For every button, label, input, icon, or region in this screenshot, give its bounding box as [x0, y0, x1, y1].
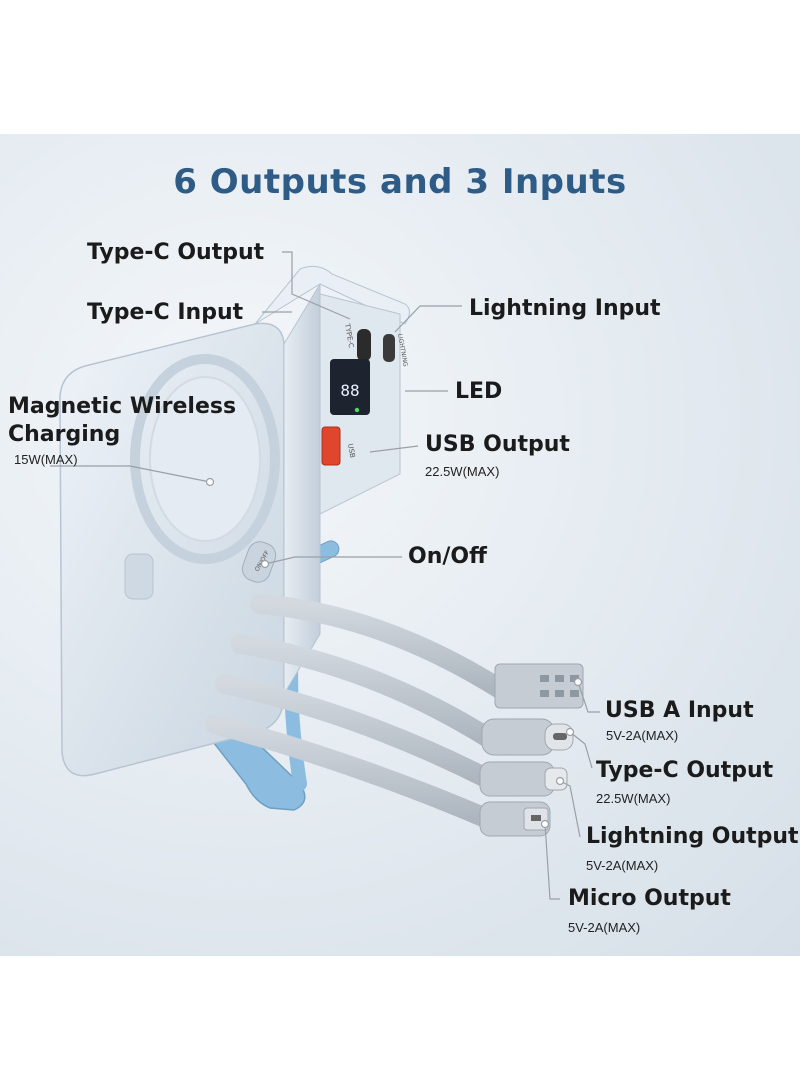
label-lightning-output-spec: 5V-2A(MAX) — [586, 858, 659, 873]
cable-usb-a — [250, 594, 510, 699]
label-micro-output-spec: 5V-2A(MAX) — [568, 920, 641, 935]
label-led: LED — [455, 379, 503, 404]
power-bank-top — [254, 265, 410, 325]
label-micro-output: Micro Output — [568, 886, 731, 911]
lightning-port — [383, 334, 395, 362]
leader-usb-output — [369, 445, 419, 453]
power-bank-illustration: 88 TYPE-C LIGHTNING USB ON/OFF — [50, 251, 600, 900]
port-label-usb: USB — [346, 443, 356, 459]
leader-wireless — [50, 465, 211, 483]
leader-on-off — [264, 556, 402, 565]
dot-micro — [540, 819, 550, 829]
cable-lightning — [215, 674, 498, 789]
leader-usb-a — [577, 681, 600, 713]
usb-port — [321, 426, 341, 466]
label-magnetic-wireless: Magnetic Wireless — [8, 394, 237, 419]
led-indicator — [354, 407, 360, 413]
wireless-pad — [149, 376, 261, 542]
label-lightning-output: Lightning Output — [586, 824, 799, 849]
cable-micro — [205, 714, 498, 829]
power-bank-side — [283, 282, 321, 696]
leader-lightning-input — [394, 305, 462, 333]
label-typec-input: Type-C Input — [87, 300, 244, 325]
lightning-connector — [479, 761, 568, 797]
label-typec-output: Type-C Output — [87, 240, 265, 265]
typec-connector — [481, 718, 574, 756]
label-typec-output-cable-spec: 22.5W(MAX) — [596, 791, 671, 806]
leader-typec-output — [282, 251, 351, 320]
label-typec-output-cable: Type-C Output — [596, 758, 774, 783]
led-display — [330, 359, 370, 415]
micro-connector — [479, 801, 551, 837]
usb-a-connector — [494, 663, 584, 709]
leader-micro — [544, 823, 560, 900]
label-on-off: On/Off — [408, 544, 487, 569]
label-usb-a-input-spec: 5V-2A(MAX) — [606, 728, 679, 743]
product-poster: 6 Outputs and 3 Inputs — [0, 134, 800, 956]
dot-wireless — [205, 477, 215, 487]
label-lightning-input: Lightning Input — [469, 296, 661, 321]
dot-lightning — [555, 776, 565, 786]
label-usb-output: USB Output — [425, 432, 570, 457]
poster-title: 6 Outputs and 3 Inputs — [173, 162, 627, 202]
dot-typec-cable — [565, 727, 575, 737]
ring-tab — [124, 553, 154, 600]
magnetic-ring — [130, 354, 280, 564]
label-charging: Charging — [8, 422, 121, 447]
typec-port — [357, 329, 371, 361]
label-usb-a-input: USB A Input — [605, 698, 754, 723]
leader-typec-cable — [569, 731, 593, 769]
dot-usb-a — [573, 677, 583, 687]
label-wireless-spec: 15W(MAX) — [14, 452, 78, 467]
cable-typec — [230, 634, 500, 749]
power-button — [241, 541, 277, 583]
label-usb-output-spec: 22.5W(MAX) — [425, 464, 500, 479]
dot-on-off — [260, 559, 270, 569]
led-digits: 88 — [340, 381, 359, 400]
